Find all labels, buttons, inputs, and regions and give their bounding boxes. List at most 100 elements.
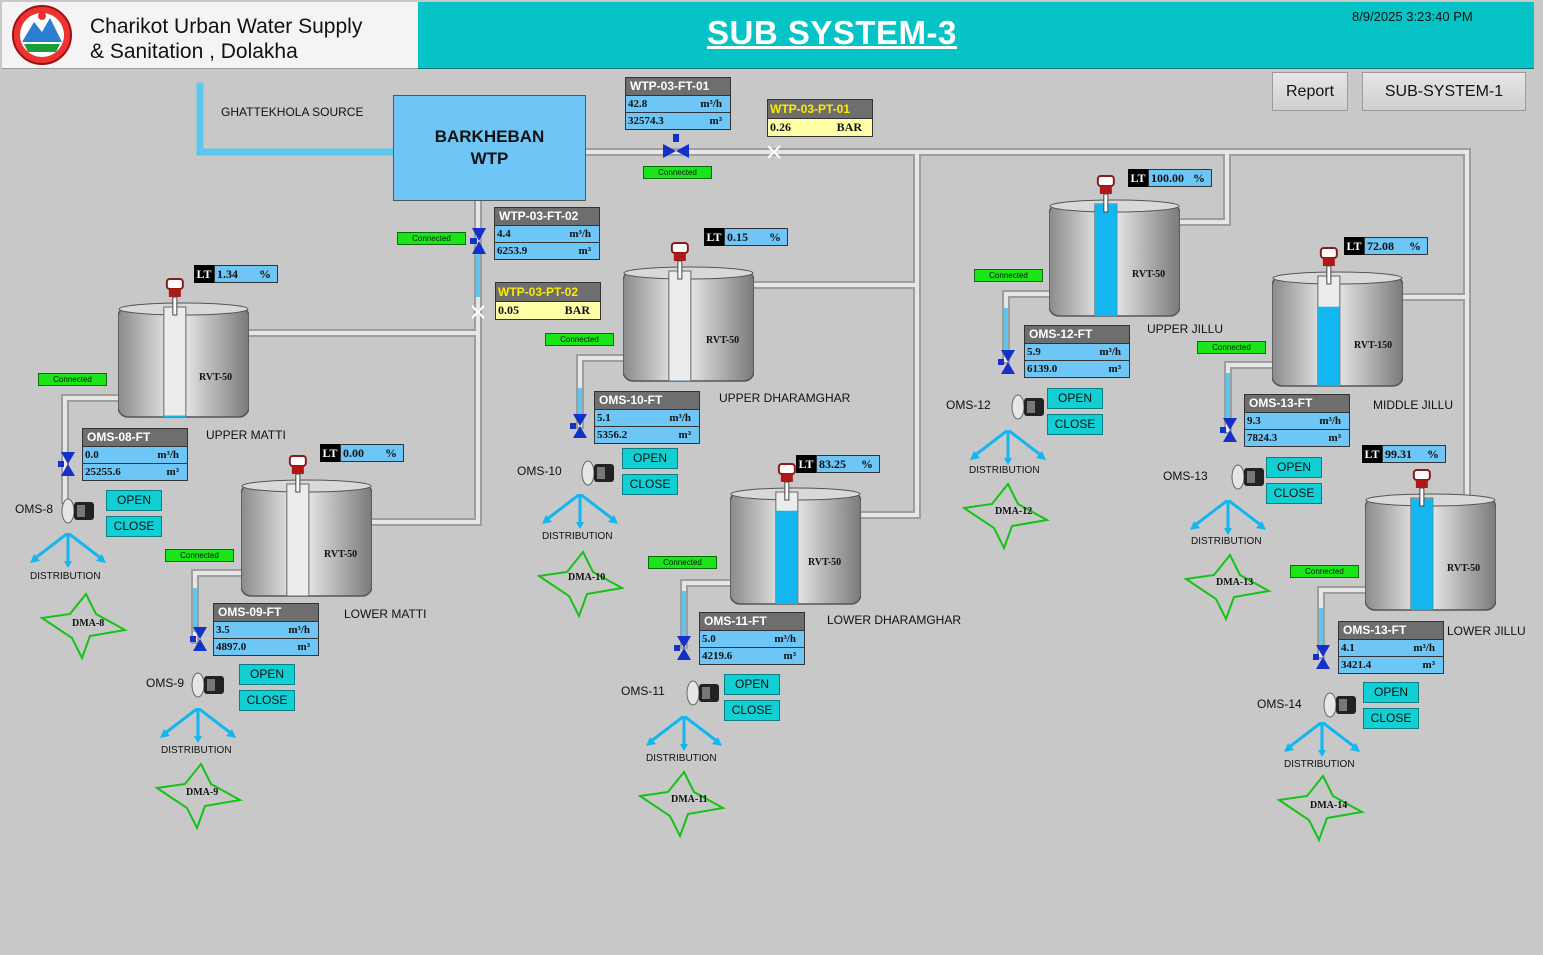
reservoir-tank[interactable]: [623, 241, 754, 389]
reservoir-tank[interactable]: [1272, 246, 1403, 394]
level-value-box: 99.31%: [1382, 445, 1446, 463]
tank-level-fill: [163, 415, 186, 417]
motorized-valve-icon[interactable]: [1010, 392, 1048, 422]
flow-total-value: 4219.6: [702, 650, 733, 662]
ft02-title: WTP-03-FT-02: [495, 208, 599, 225]
level-transmitter-icon: [1319, 247, 1338, 285]
dma-label: DMA-8: [72, 618, 105, 629]
open-button[interactable]: OPEN: [1266, 457, 1322, 478]
flow-valve-icon[interactable]: [58, 452, 78, 476]
dma-label: DMA-11: [671, 794, 708, 805]
flow-rate-value: 4.1: [1341, 642, 1355, 654]
reservoir-tank[interactable]: [1049, 174, 1180, 324]
level-transmitter-icon: [670, 242, 689, 280]
tank-type-label: RVT-50: [1132, 269, 1166, 280]
dma-zone-shape[interactable]: [962, 482, 1052, 552]
pt01-title: WTP-03-PT-01: [768, 100, 872, 118]
tank-level-fill: [1317, 306, 1340, 386]
close-button[interactable]: CLOSE: [239, 690, 295, 711]
flow-valve-icon[interactable]: [674, 636, 694, 660]
connection-status-ft02: Connected: [397, 232, 466, 245]
station-label: OMS-13: [1163, 469, 1208, 483]
pt02-value: 0.05: [498, 303, 519, 317]
motorized-valve-icon[interactable]: [685, 678, 723, 708]
dma-zone-shape[interactable]: [537, 550, 627, 620]
flow-valve-icon[interactable]: [190, 627, 210, 651]
tank-name-label: UPPER MATTI: [206, 428, 286, 442]
level-transmitter-icon: [165, 278, 184, 316]
header-title-band: [418, 2, 1534, 69]
motorized-valve-icon[interactable]: [580, 458, 618, 488]
sub-system-1-button[interactable]: SUB-SYSTEM-1: [1362, 72, 1526, 111]
tank-name-label: MIDDLE JILLU: [1373, 398, 1454, 412]
close-button[interactable]: CLOSE: [724, 700, 780, 721]
open-button[interactable]: OPEN: [622, 448, 678, 469]
dma-zone-shape[interactable]: [1184, 553, 1274, 623]
open-button[interactable]: OPEN: [106, 490, 162, 511]
open-button[interactable]: OPEN: [1363, 682, 1419, 703]
wtp-name-line2: WTP: [470, 149, 509, 168]
level-transmitter-icon: [1412, 469, 1431, 507]
level-value: 0.15: [727, 230, 748, 244]
ft02-valve-icon[interactable]: [470, 228, 488, 254]
flow-meter-title: OMS-11-FT: [700, 613, 804, 630]
distribution-label: DISTRIBUTION: [161, 745, 232, 756]
close-button[interactable]: CLOSE: [622, 474, 678, 495]
dma-zone-shape[interactable]: [1277, 774, 1367, 844]
close-button[interactable]: CLOSE: [1047, 414, 1103, 435]
level-transmitter-icon: [1096, 175, 1115, 213]
reservoir-tank[interactable]: [118, 277, 249, 425]
flow-rate-unit: m³/h: [1099, 346, 1121, 358]
ft01-total: 32574.3: [628, 115, 664, 127]
reservoir-tank[interactable]: [241, 454, 372, 604]
reservoir-tank[interactable]: [1365, 468, 1496, 618]
flow-valve-icon[interactable]: [998, 350, 1018, 374]
datetime-display: 8/9/2025 3:23:40 PM: [1352, 9, 1473, 24]
motorized-valve-icon[interactable]: [190, 670, 228, 700]
ft01-valve-icon[interactable]: [662, 134, 690, 162]
ft02-total: 6253.9: [497, 245, 528, 257]
open-button[interactable]: OPEN: [239, 664, 295, 685]
dma-zone-shape[interactable]: [40, 592, 130, 662]
dma-zone-shape[interactable]: [155, 762, 245, 832]
motorized-valve-icon[interactable]: [1322, 690, 1360, 720]
tank-level-fill: [1410, 498, 1433, 610]
reservoir-tank[interactable]: [730, 462, 861, 612]
close-button[interactable]: CLOSE: [1266, 483, 1322, 504]
pt01-value: 0.26: [770, 120, 791, 134]
dma-zone-shape[interactable]: [638, 770, 728, 840]
ft01-flow: 42.8: [628, 98, 648, 110]
flow-valve-icon[interactable]: [1313, 645, 1333, 669]
report-button[interactable]: Report: [1272, 72, 1348, 111]
open-button[interactable]: OPEN: [1047, 388, 1103, 409]
level-value: 83.25: [819, 457, 846, 471]
barkheban-wtp[interactable]: BARKHEBAN WTP: [393, 95, 586, 201]
flow-total-value: 3421.4: [1341, 659, 1372, 671]
flow-valve-icon[interactable]: [570, 414, 590, 438]
close-button[interactable]: CLOSE: [106, 516, 162, 537]
ft01-title: WTP-03-FT-01: [626, 78, 730, 95]
flow-total-unit: m³: [1422, 659, 1435, 671]
distribution-label: DISTRIBUTION: [1284, 759, 1355, 770]
connection-status: Connected: [1197, 341, 1266, 354]
close-button[interactable]: CLOSE: [1363, 708, 1419, 729]
motorized-valve-icon[interactable]: [60, 496, 98, 526]
open-button[interactable]: OPEN: [724, 674, 780, 695]
lt-tag: LT: [796, 455, 816, 473]
level-value-box: 0.00%: [340, 444, 404, 462]
dma-label: DMA-12: [995, 506, 1033, 517]
level-value: 72.08: [1367, 239, 1394, 253]
flow-valve-icon[interactable]: [1220, 418, 1240, 442]
motorized-valve-icon[interactable]: [1230, 462, 1268, 492]
